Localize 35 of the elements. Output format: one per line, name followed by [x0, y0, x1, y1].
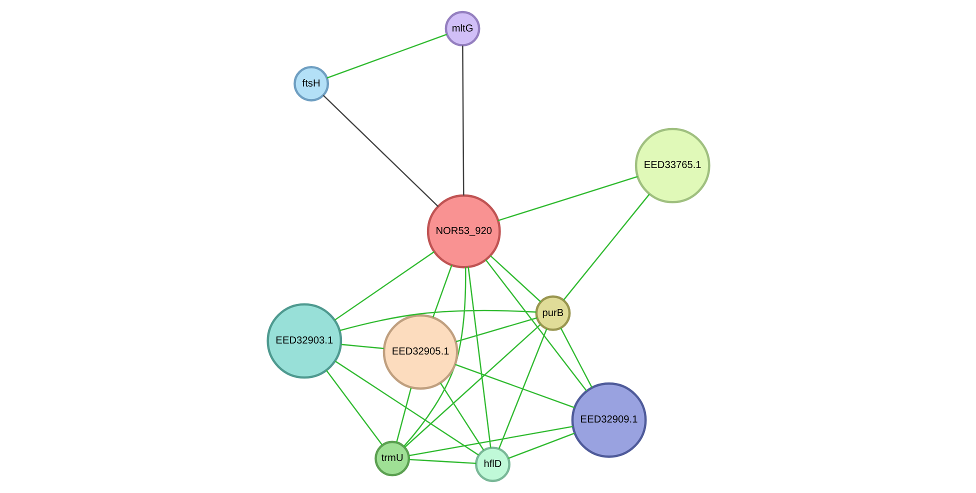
connector: [404, 324, 540, 448]
connector: [439, 382, 484, 450]
connector: [402, 267, 466, 447]
connector: [562, 194, 650, 300]
connector: [334, 360, 478, 456]
connector: [334, 251, 434, 321]
connector: [326, 34, 446, 79]
connector: [395, 388, 412, 443]
connector: [325, 370, 382, 446]
node-circle: purB: [534, 295, 570, 331]
connector: [455, 317, 537, 342]
connector: [467, 266, 491, 448]
connector: [497, 176, 638, 222]
node-circle: NOR53_920: [426, 194, 500, 268]
node-circle: trmU: [374, 440, 410, 476]
connector: [432, 264, 452, 318]
node-circle: EED32909.1: [570, 382, 646, 458]
node-circle: EED32905.1: [382, 314, 458, 390]
connector: [454, 364, 574, 408]
connector: [322, 94, 438, 208]
node-circle: EED32903.1: [266, 303, 342, 379]
connector: [560, 328, 592, 388]
connector: [498, 328, 547, 449]
node-circle: ftsH: [293, 66, 329, 102]
node-circle: hflD: [474, 446, 510, 482]
connector: [408, 458, 476, 464]
connector: [489, 255, 541, 302]
connector: [340, 344, 384, 350]
connector: [339, 310, 536, 332]
connector: [484, 259, 586, 392]
connector: [508, 432, 574, 459]
connector: [408, 426, 572, 456]
node-circle: EED33765.1: [634, 128, 710, 204]
connector: [462, 46, 464, 196]
node-circle: mltG: [444, 10, 480, 46]
